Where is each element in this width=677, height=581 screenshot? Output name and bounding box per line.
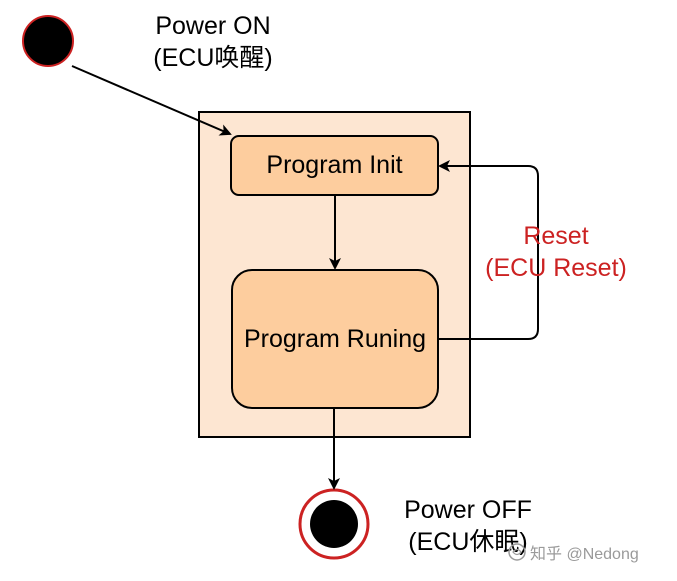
- power-on-arrow: [71, 65, 232, 136]
- reset-label-line2: (ECU Reset): [485, 254, 627, 282]
- power-off-label-line2: (ECU休眠): [408, 528, 528, 556]
- reset-label-line1: Reset: [523, 222, 589, 250]
- zhihu-logo-icon: [508, 543, 526, 561]
- start-node: [22, 15, 74, 67]
- power-off-label-line1: Power OFF: [404, 496, 532, 524]
- watermark: 知乎 @Nedong: [508, 540, 639, 564]
- power-off-label: Power OFF (ECU休眠): [378, 494, 558, 558]
- reset-label: Reset (ECU Reset): [466, 220, 646, 284]
- end-node-core: [310, 500, 358, 548]
- watermark-text: 知乎 @Nedong: [530, 546, 639, 563]
- power-on-label-line1: Power ON: [155, 12, 271, 40]
- reset-loop-arrow: [438, 160, 539, 340]
- program-running-label: Program Runing: [243, 324, 427, 353]
- power-on-label-line2: (ECU唤醒): [153, 44, 273, 72]
- power-on-label: Power ON (ECU唤醒): [118, 10, 308, 74]
- program-init-label: Program Init: [266, 151, 403, 179]
